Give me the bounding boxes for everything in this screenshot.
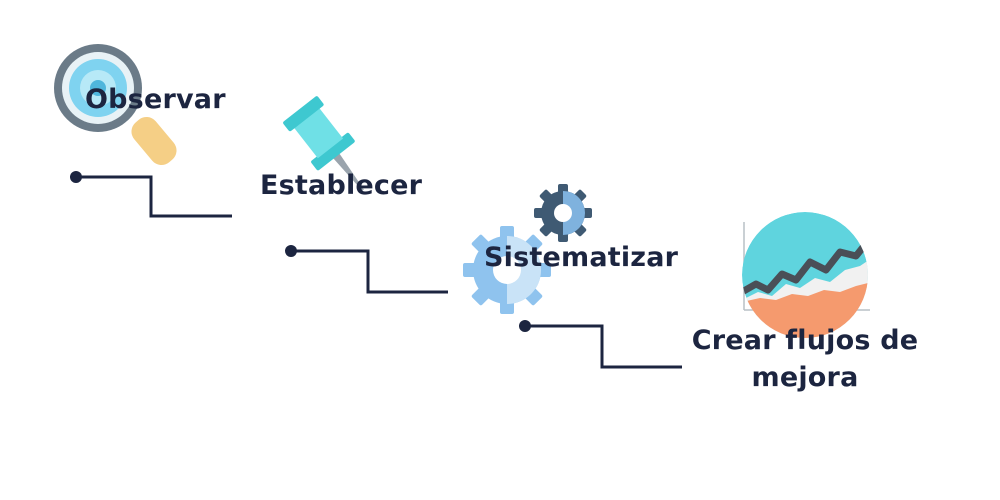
connector-3 (525, 324, 682, 369)
step-label-crear-line2: mejora (751, 362, 859, 393)
step-label-crear-flujos: Crear flujos de mejora (680, 322, 930, 396)
chart-icon (742, 212, 870, 338)
step-label-observar: Observar (85, 84, 226, 115)
magnifier-icon (54, 44, 177, 166)
connector-1 (76, 175, 232, 218)
step-label-sistematizar: Sistematizar (484, 242, 679, 273)
connector-1-dot (70, 171, 82, 183)
step-label-crear-line1: Crear flujos de (691, 325, 919, 356)
connector-2-dot (285, 245, 297, 257)
gears-icon (463, 184, 592, 314)
connector-2 (291, 249, 448, 294)
connector-3-dot (519, 320, 531, 332)
pushpin-icon (283, 96, 364, 191)
step-label-establecer: Establecer (260, 170, 423, 201)
